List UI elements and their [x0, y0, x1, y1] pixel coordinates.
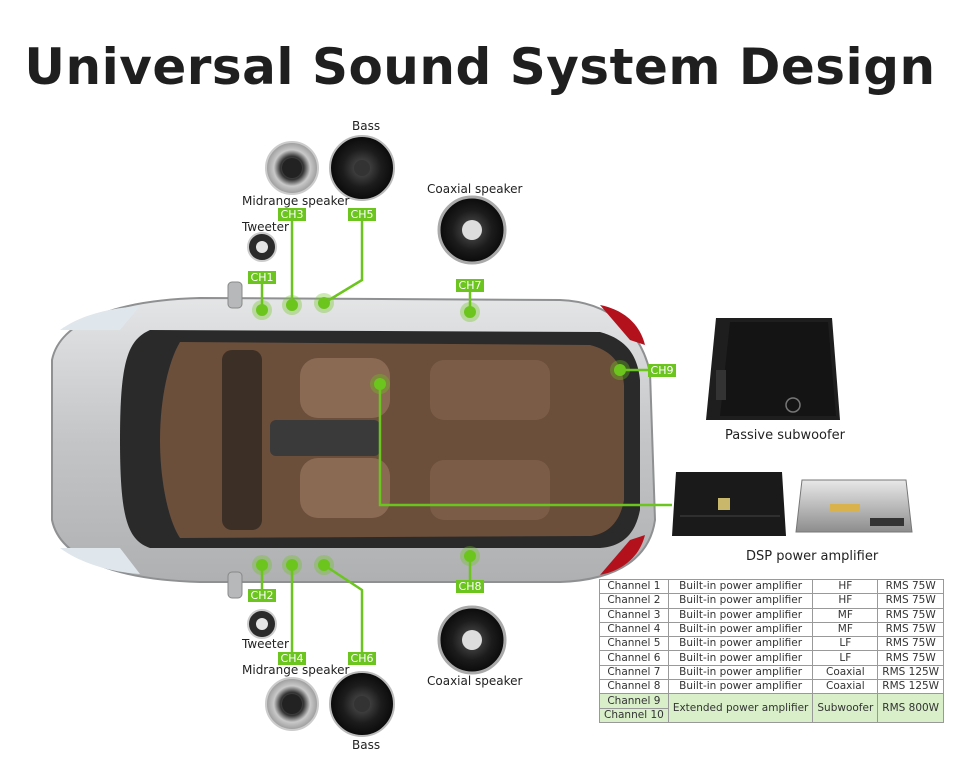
table-cell: Channel 2 — [599, 593, 669, 609]
channel-tag-ch7: CH7 — [456, 279, 484, 292]
coaxial-speaker-top-icon — [437, 195, 507, 265]
table-cell: Channel 1 — [599, 578, 669, 595]
connection-points — [252, 293, 630, 575]
table-cell: Channel 10 — [599, 707, 669, 723]
dsp-label: DSP power amplifier — [746, 549, 879, 564]
table-row-extended: Channel 9 Extended power amplifier Subwo… — [599, 693, 945, 723]
table-cell: Channel 9 — [599, 693, 669, 709]
midrange-speaker-bottom-icon — [265, 677, 319, 731]
subwoofer-box-icon — [706, 318, 840, 420]
table-cell: RMS 75W — [877, 621, 945, 638]
table-cell: RMS 75W — [877, 593, 945, 609]
table-cell: Built-in power amplifier — [667, 679, 814, 695]
table-cell: Channel 7 — [599, 664, 669, 681]
channel-tag-ch8: CH8 — [456, 580, 484, 593]
channel-tag-ch3: CH3 — [278, 208, 306, 221]
dsp-amplifier-icon — [672, 472, 786, 536]
table-cell: HF — [812, 593, 879, 609]
coaxial-speaker-bottom-icon — [437, 605, 507, 675]
table-cell: Built-in power amplifier — [667, 636, 814, 652]
table-cell: Coaxial — [812, 664, 879, 681]
table-cell: Channel 8 — [599, 679, 669, 695]
table-cell: Built-in power amplifier — [667, 593, 814, 609]
table-cell: RMS 125W — [877, 664, 945, 681]
table-cell: HF — [812, 578, 879, 595]
table-cell: Channel 6 — [599, 650, 669, 666]
table-cell: Channel 4 — [599, 621, 669, 638]
table-cell: Channel 5 — [599, 636, 669, 652]
channel-tag-ch6: CH6 — [348, 652, 376, 665]
table-cell: Built-in power amplifier — [667, 664, 814, 681]
bass-top-label: Bass — [352, 119, 381, 133]
coaxial-bottom-label: Coaxial speaker — [427, 674, 523, 688]
midrange-bottom-label: Midrange speaker — [242, 663, 350, 677]
channel-tag-ch4: CH4 — [278, 652, 306, 665]
table-cell: Built-in power amplifier — [667, 650, 814, 666]
extended-amplifier-icon — [795, 479, 913, 533]
table-cell: Built-in power amplifier — [667, 621, 814, 638]
table-row-extended: Channel 10 — [599, 707, 944, 723]
subwoofer-label: Passive subwoofer — [725, 428, 845, 443]
coaxial-top-label: Coaxial speaker — [427, 182, 523, 196]
table-cell: Extended power amplifier — [667, 693, 814, 723]
bass-speaker-top-icon — [329, 135, 395, 201]
table-cell: Built-in power amplifier — [667, 607, 814, 623]
channel-tag-ch1: CH1 — [248, 271, 276, 284]
midrange-speaker-top-icon — [265, 141, 319, 195]
page-title: Universal Sound System Design — [24, 38, 936, 96]
table-cell: Channel 3 — [599, 607, 669, 623]
tweeter-bottom-label: Tweeter — [242, 637, 289, 651]
table-cell: RMS 75W — [877, 607, 945, 623]
table-cell: MF — [812, 607, 879, 623]
bass-speaker-bottom-icon — [329, 671, 395, 737]
table-cell: LF — [812, 650, 879, 666]
tweeter-top-icon — [247, 232, 277, 262]
table-cell: LF — [812, 636, 879, 652]
car-body — [51, 281, 657, 599]
table-cell: RMS 75W — [877, 578, 945, 595]
table-cell: RMS 75W — [877, 636, 945, 652]
tweeter-top-label: Tweeter — [242, 220, 289, 234]
bass-bottom-label: Bass — [352, 738, 381, 752]
table-cell: RMS 125W — [877, 679, 945, 695]
table-cell: Subwoofer — [812, 693, 879, 723]
table-cell: RMS 75W — [877, 650, 945, 666]
table-cell: MF — [812, 621, 879, 638]
table-cell: Coaxial — [812, 679, 879, 695]
tweeter-bottom-icon — [247, 609, 277, 639]
channel-tag-ch2: CH2 — [248, 589, 276, 602]
channel-tag-ch5: CH5 — [348, 208, 376, 221]
midrange-top-label: Midrange speaker — [242, 194, 350, 208]
table-cell: Built-in power amplifier — [667, 578, 814, 595]
table-cell: RMS 800W — [877, 693, 945, 723]
channel-tag-ch9: CH9 — [648, 364, 676, 377]
